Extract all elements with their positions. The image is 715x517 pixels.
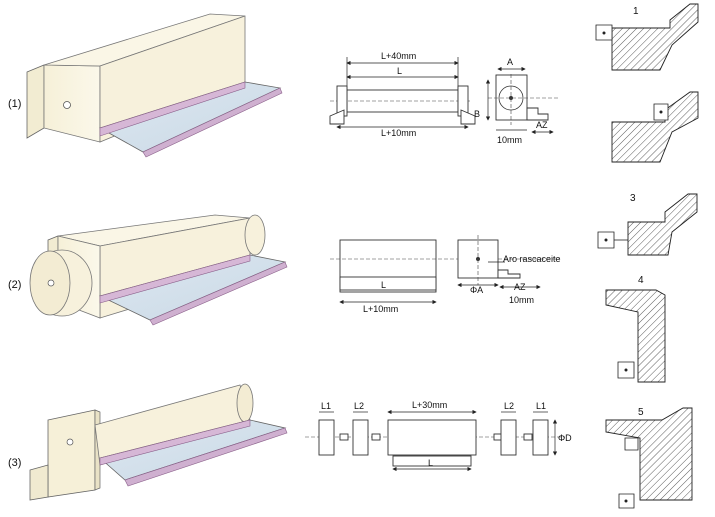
dim-a: A	[507, 57, 513, 67]
dim-l-plus-10-2: L+10mm	[363, 304, 398, 314]
dim-side-10mm-2: 10mm	[509, 295, 534, 305]
dimension-drawing-3: L1 L2 L+30mm L L2 L1 ΦD	[305, 400, 572, 472]
section-detail-5: 5	[605, 407, 693, 509]
row-label-3: (3)	[8, 457, 21, 469]
dim-l: L	[397, 66, 402, 76]
section-detail-1: 1	[595, 3, 699, 71]
dim-l-inner: L	[381, 280, 386, 290]
dim-l1-left: L1	[321, 401, 331, 411]
section-label-3: 3	[630, 193, 636, 204]
section-label-5: 5	[638, 407, 644, 418]
illustration-box-with-bellows	[29, 214, 288, 326]
section-label-1: 1	[633, 6, 639, 17]
row-label-2: (2)	[8, 279, 21, 291]
illustration-box-cover	[26, 13, 283, 158]
row-label-1: (1)	[8, 98, 21, 110]
illustration-roll-cover	[29, 383, 288, 501]
section-label-4: 4	[638, 275, 644, 286]
dim-l2-right: L2	[504, 401, 514, 411]
dim-phi-a: ΦA	[470, 285, 483, 295]
dim-l1-right: L1	[536, 401, 546, 411]
section-detail-3: 3	[597, 193, 698, 256]
dim-l-plus-40: L+40mm	[381, 51, 416, 61]
callout-aro-rascaceite: Aro rascaceite	[503, 254, 561, 264]
dimension-drawing-1: L+40mm L L+10mm A B 10mm AZ	[329, 51, 560, 145]
dim-side-10mm: 10mm	[497, 135, 522, 145]
section-detail-2	[611, 91, 699, 163]
dim-b: B	[474, 109, 480, 119]
dim-az-2: AZ	[514, 282, 526, 292]
dim-l-plus-30: L+30mm	[412, 400, 447, 410]
section-detail-4: 4	[605, 275, 666, 383]
dim-l-inner-3: L	[428, 458, 433, 468]
dim-phi-d: ΦD	[558, 433, 572, 443]
dimension-drawing-2: L L+10mm ΦA Aro rascaceite AZ 10mm	[330, 235, 561, 314]
dim-az: AZ	[536, 120, 548, 130]
dim-l2-left: L2	[354, 401, 364, 411]
dim-l-plus-10: L+10mm	[381, 128, 416, 138]
